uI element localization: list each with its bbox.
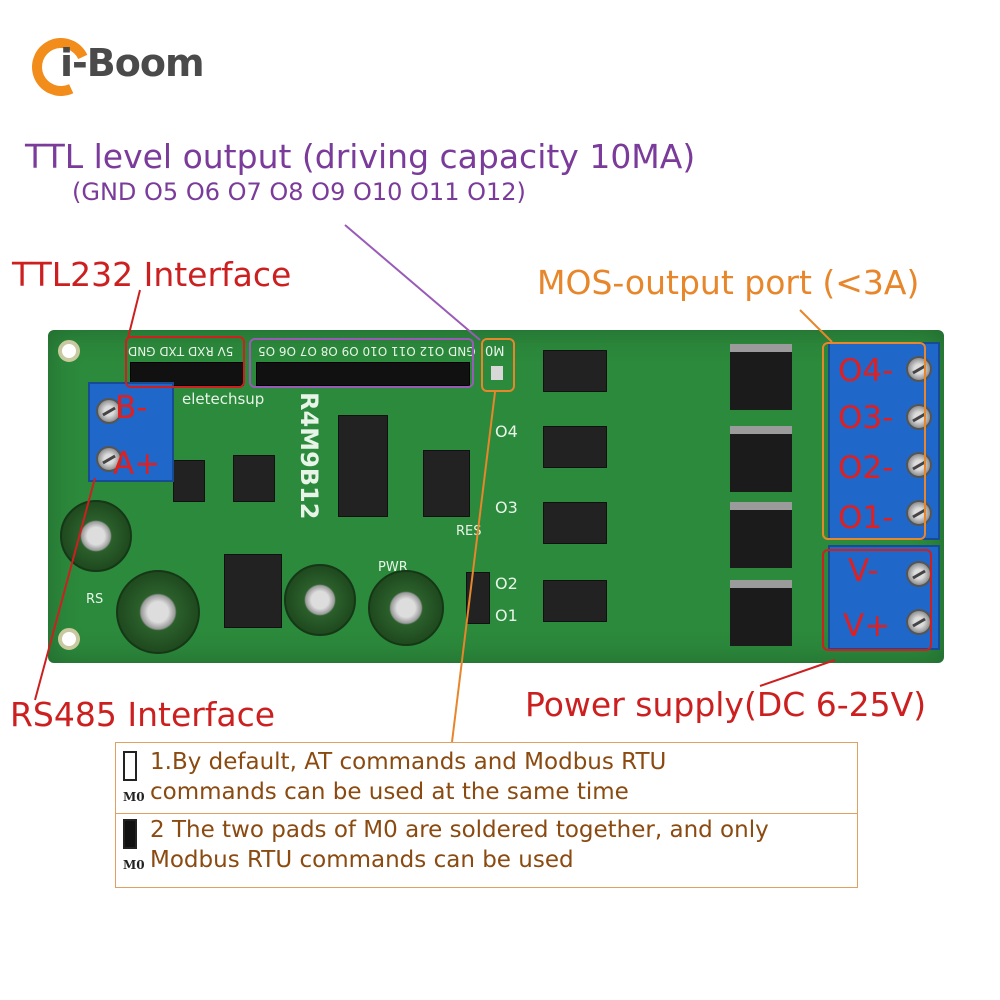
screw-icon xyxy=(906,404,932,430)
terminal-o3: O3- xyxy=(838,400,894,436)
jumper-label: M0 xyxy=(123,858,145,872)
ttl-output-callout-box xyxy=(249,338,474,388)
channel-label: O4 xyxy=(495,422,518,441)
mosfet xyxy=(730,344,792,410)
rs485-label: RS485 Interface xyxy=(10,695,276,734)
rs485-leader xyxy=(34,477,96,701)
screw-icon xyxy=(906,452,932,478)
divider xyxy=(116,813,857,814)
terminal-v-minus: V- xyxy=(848,553,879,589)
screw-icon xyxy=(906,609,932,635)
mosfet xyxy=(730,502,792,568)
m0-leader xyxy=(451,391,496,743)
rs-label: RS xyxy=(86,592,104,607)
channel-label: O2 xyxy=(495,574,518,593)
regulator xyxy=(224,554,282,628)
jumper-closed-icon: M0 xyxy=(123,819,145,880)
capacitor xyxy=(60,500,132,572)
screw-icon xyxy=(906,561,932,587)
ttl232-callout-box xyxy=(125,336,245,388)
note-soldered: M0 2 The two pads of M0 are soldered tog… xyxy=(116,815,857,881)
mount-hole xyxy=(58,628,80,650)
brand-logo: i-Boom xyxy=(23,29,230,105)
m0-callout-box xyxy=(481,338,515,392)
optocoupler xyxy=(543,580,607,622)
ttl-output-title: TTL level output (driving capacity 10MA) xyxy=(25,137,696,176)
terminal-v-plus: V+ xyxy=(843,608,891,644)
jumper-label: M0 xyxy=(123,790,145,804)
rs485-terminal xyxy=(88,382,174,482)
terminal-o1: O1- xyxy=(838,500,894,536)
screw-icon xyxy=(96,446,122,472)
screw-icon xyxy=(96,398,122,424)
note-default: M0 1.By default, AT commands and Modbus … xyxy=(116,747,857,813)
terminal-o4: O4- xyxy=(838,353,894,389)
capacitor xyxy=(368,570,444,646)
mos-leader xyxy=(799,309,833,343)
ttl-output-leader xyxy=(344,224,481,341)
capacitor xyxy=(284,564,356,636)
ttl-output-pins: (GND O5 O6 O7 O8 O9 O10 O11 O12) xyxy=(72,178,526,206)
power-terminal xyxy=(828,545,940,650)
optocoupler xyxy=(543,502,607,544)
ic-chip xyxy=(423,450,470,517)
maker-label: eletechsup xyxy=(182,390,265,408)
brand-name: i-Boom xyxy=(60,41,205,85)
res-label: RES xyxy=(456,524,482,539)
pcb-board: 5V RXD TXD GND GND O12 O11 O10 O9 O8 O7 … xyxy=(48,330,944,663)
output-header xyxy=(256,362,470,386)
output-terminal xyxy=(828,342,940,540)
terminal-b-minus: B- xyxy=(115,390,148,426)
note-text: 1.By default, AT commands and Modbus RTU… xyxy=(150,749,667,805)
ttl232-leader xyxy=(127,289,141,339)
channel-label: O3 xyxy=(495,498,518,517)
power-callout-box xyxy=(822,549,932,651)
power-supply-label: Power supply(DC 6-25V) xyxy=(525,685,927,724)
optocoupler xyxy=(543,350,607,392)
jumper-open-icon: M0 xyxy=(123,751,145,812)
jumper-notes: M0 1.By default, AT commands and Modbus … xyxy=(115,742,858,888)
note-text: 2 The two pads of M0 are soldered togeth… xyxy=(150,817,769,873)
terminal-a-plus: A+ xyxy=(113,446,161,482)
power-leader xyxy=(759,659,836,687)
capacitor xyxy=(116,570,200,654)
terminal-o2: O2- xyxy=(838,450,894,486)
mosfet xyxy=(730,580,792,646)
ttl232-label: TTL232 Interface xyxy=(12,255,292,294)
channel-label: O1 xyxy=(495,606,518,625)
mos-callout-box xyxy=(822,342,926,540)
ic-chip xyxy=(338,415,388,517)
ic-chip xyxy=(233,455,275,502)
jumper-pad xyxy=(491,366,503,380)
screw-icon xyxy=(906,356,932,382)
mos-output-label: MOS-output port (<3A) xyxy=(537,263,920,302)
screw-icon xyxy=(906,500,932,526)
mount-hole xyxy=(58,340,80,362)
optocoupler xyxy=(543,426,607,468)
mosfet xyxy=(730,426,792,492)
